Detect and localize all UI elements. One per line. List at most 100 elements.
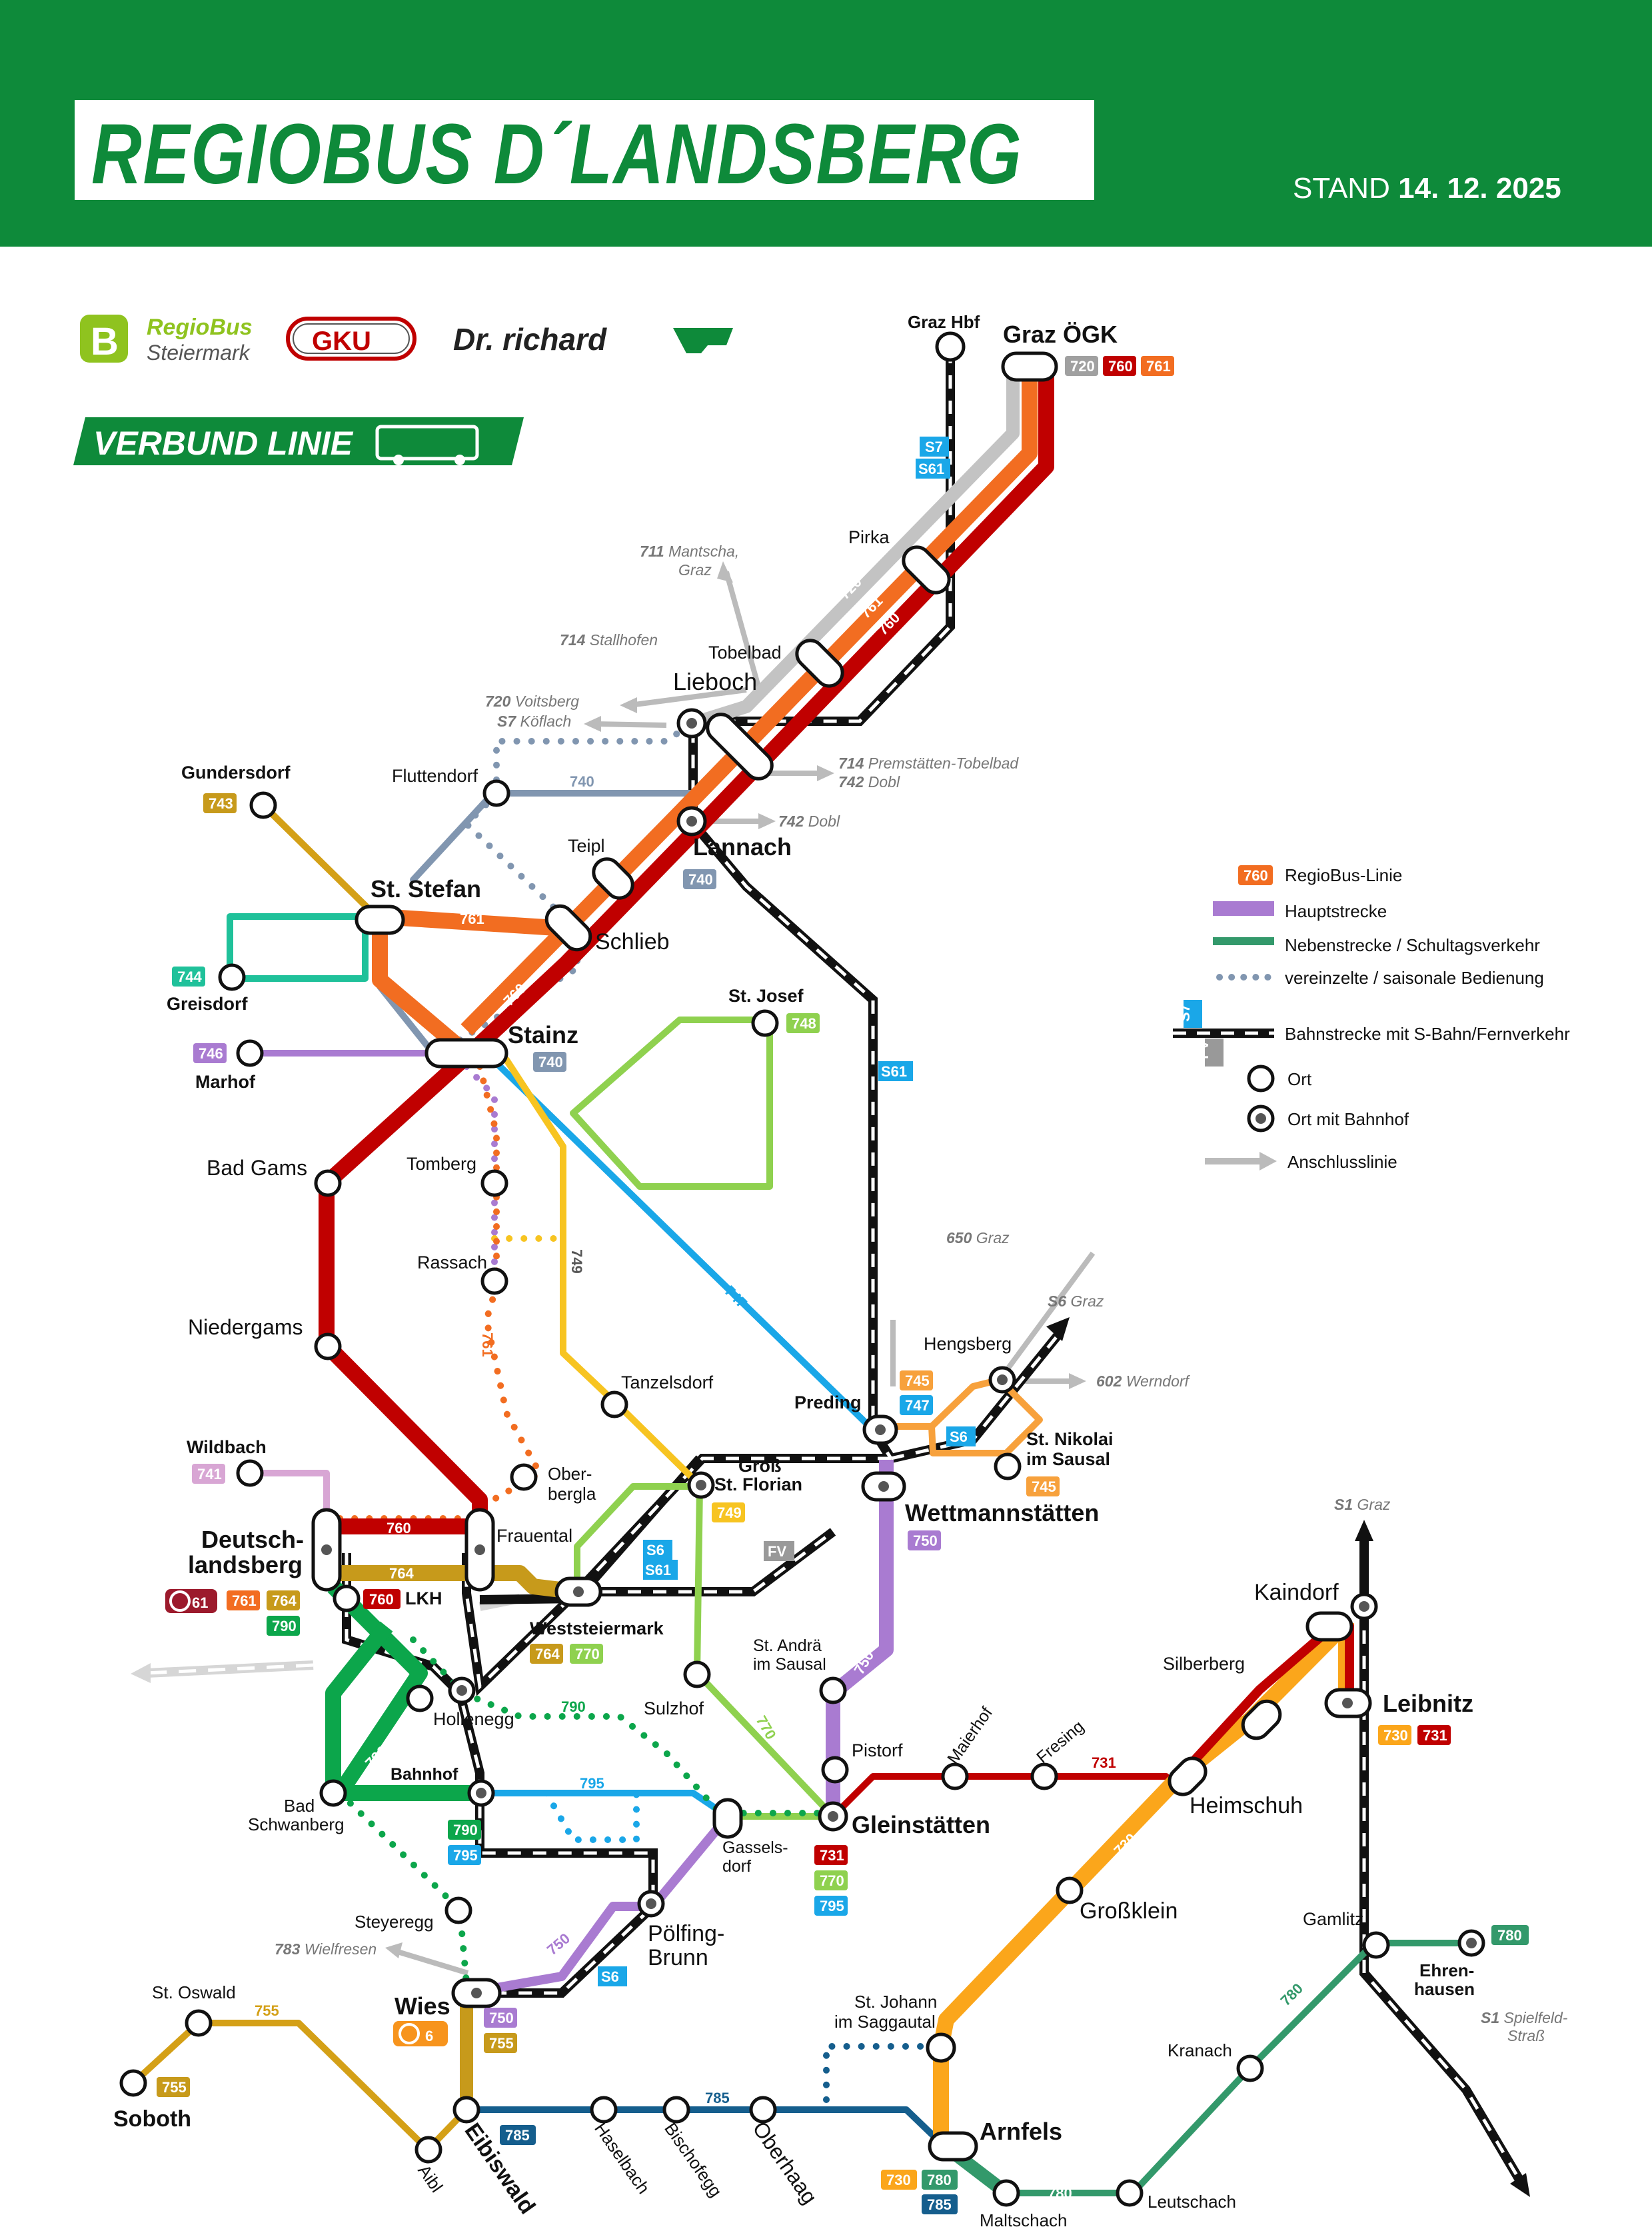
station-aibl: Aibl <box>414 2161 446 2196</box>
station-bad-gams: Bad Gams <box>207 1156 307 1180</box>
svg-text:S6 Graz: S6 Graz <box>1048 1292 1104 1310</box>
railway-lines <box>342 350 1524 2182</box>
station-soboth: Soboth <box>113 2106 191 2132</box>
svg-text:S1 Spielfeld-: S1 Spielfeld- <box>1481 2009 1568 2026</box>
regiobus-logo-line1: RegioBus <box>147 315 253 340</box>
station-st-andrae-2: im Sausal <box>753 1655 826 1674</box>
badge-760b: 760 <box>369 1591 394 1608</box>
conn-s1b-num: S1 <box>1481 2009 1499 2026</box>
rail-arrowheads <box>1046 1317 1530 2197</box>
station-st-josef: St. Josef <box>728 986 804 1006</box>
station-gross-florian-2: St. Florian <box>714 1474 802 1494</box>
station-deutschlandsberg-1: Deutsch- <box>201 1526 304 1553</box>
station-bischofegg: Bischofegg <box>660 2119 726 2201</box>
station-st-stefan: St. Stefan <box>371 875 481 903</box>
badge-764b: 764 <box>535 1646 560 1662</box>
station-st-nikolai-1: St. Nikolai <box>1026 1429 1114 1449</box>
station-tanzelsdorf: Tanzelsdorf <box>621 1372 714 1392</box>
connection-labels: 711 Mantscha, Graz 714 Stallhofen 720 Vo… <box>275 543 1568 2044</box>
legend-rail-fv: FV <box>1195 1041 1212 1059</box>
svg-text:783 Wielfresen: 783 Wielfresen <box>275 1940 377 1958</box>
station-st-andrae-1: St. Andrä <box>753 1636 822 1655</box>
badge-780b: 780 <box>927 2172 952 2188</box>
rail-badge-fv: FV <box>768 1543 786 1560</box>
conn-602-a: Werndorf <box>1126 1372 1191 1390</box>
label-764: 764 <box>389 1565 414 1582</box>
verbund-linie-text: VERBUND LINIE <box>93 425 354 462</box>
station-kranach: Kranach <box>1168 2040 1232 2060</box>
station-deutschlandsberg-2: landsberg <box>188 1551 303 1578</box>
station-hengsberg: Hengsberg <box>924 1334 1012 1354</box>
label-785: 785 <box>705 2090 730 2106</box>
conn-742b-num: 742 <box>778 813 804 830</box>
station-marhof: Marhof <box>195 1072 256 1092</box>
legend-connection: Anschlusslinie <box>1287 1152 1397 1172</box>
label-755: 755 <box>255 2002 279 2019</box>
connection-arrowheads <box>385 561 1086 1958</box>
station-fluttendorf: Fluttendorf <box>392 766 478 786</box>
legend-rail: Bahnstrecke mit S-Bahn/Fernverkehr <box>1285 1024 1570 1044</box>
badge-750b: 750 <box>489 2010 514 2026</box>
svg-text:650 Graz: 650 Graz <box>946 1229 1010 1246</box>
conn-s1b-b: Straß <box>1507 2027 1545 2044</box>
badge-745: 745 <box>905 1372 930 1389</box>
station-tomberg: Tomberg <box>407 1154 476 1174</box>
station-wettmannstaetten: Wettmannstätten <box>905 1499 1099 1526</box>
label-750b: 750 <box>544 1930 573 1958</box>
regiobus-logo-line2: Steiermark <box>147 341 251 365</box>
badge-760: 760 <box>1108 358 1133 375</box>
svg-text:S7 Köflach: S7 Köflach <box>497 713 571 730</box>
badge-785b: 785 <box>927 2196 952 2213</box>
conn-s7-num: S7 <box>497 713 516 730</box>
legend-line: RegioBus-Linie <box>1285 865 1402 885</box>
badge-747: 747 <box>905 1397 930 1414</box>
station-gasselsdorf-1: Gassels- <box>722 1838 788 1857</box>
station-grossklein: Großklein <box>1080 1898 1178 1924</box>
rail-badges: S7 S61 S61 S6 S6 S61 FV S6 <box>598 437 976 1986</box>
station-wies: Wies <box>395 1992 450 2020</box>
station-bad-schwanberg-2: Schwanberg <box>248 1814 345 1834</box>
station-oberbergla-2: bergla <box>548 1484 596 1504</box>
badge-s61: 61 <box>192 1594 208 1611</box>
station-arnfels: Arnfels <box>980 2118 1062 2145</box>
badge-750: 750 <box>913 1532 938 1549</box>
legend-rail-s: S7 <box>1176 1004 1193 1022</box>
station-oberbergla-1: Ober- <box>548 1464 592 1484</box>
station-tobelbad: Tobelbad <box>708 643 782 663</box>
legend: 760 RegioBus-Linie Hauptstrecke Nebenstr… <box>1173 865 1570 1172</box>
station-lieboch: Lieboch <box>673 668 757 695</box>
conn-s6-a: Graz <box>1071 1292 1104 1310</box>
badge-731: 731 <box>1423 1727 1447 1744</box>
station-maierhof: Maierhof <box>944 1704 996 1768</box>
conn-783-a: Wielfresen <box>305 1940 377 1958</box>
badge-761: 761 <box>1146 358 1171 375</box>
badge-764: 764 <box>272 1592 297 1609</box>
station-st-johann-1: St. Johann <box>854 1992 937 2012</box>
legend-place: Ort <box>1287 1069 1312 1089</box>
badge-746: 746 <box>199 1045 223 1062</box>
badge-748: 748 <box>792 1015 816 1032</box>
verbund-linie-logo: VERBUND LINIE <box>73 417 524 465</box>
svg-text:S1 Graz: S1 Graz <box>1334 1496 1391 1513</box>
rail-badge-s6: S6 <box>950 1428 968 1445</box>
badge-755: 755 <box>489 2035 514 2052</box>
conn-714b-a: Premstätten-Tobelbad <box>868 755 1020 772</box>
badge-730: 730 <box>1383 1727 1408 1744</box>
conn-720-num: 720 <box>485 693 511 710</box>
connection-arrows <box>392 571 1096 1976</box>
rail-badge-s7: S7 <box>925 439 943 455</box>
conn-711-a: Mantscha, <box>668 543 739 560</box>
svg-text:602 Werndorf: 602 Werndorf <box>1096 1372 1191 1390</box>
station-st-nikolai-2: im Sausal <box>1026 1449 1110 1469</box>
station-sulzhof: Sulzhof <box>644 1698 704 1718</box>
gku-logo: GKU <box>286 317 416 361</box>
label-780: 780 <box>1277 1980 1306 2009</box>
station-silberberg: Silberberg <box>1163 1654 1245 1674</box>
station-leibnitz: Leibnitz <box>1383 1690 1473 1717</box>
station-niedergams: Niedergams <box>188 1315 303 1339</box>
station-bad-schwanberg-1: Bad <box>284 1796 315 1816</box>
conn-714-num: 714 <box>560 631 586 649</box>
stand-date-value: 14. 12. 2025 <box>1398 172 1561 205</box>
badge-745b: 745 <box>1032 1478 1056 1495</box>
conn-s1-num: S1 <box>1334 1496 1353 1513</box>
